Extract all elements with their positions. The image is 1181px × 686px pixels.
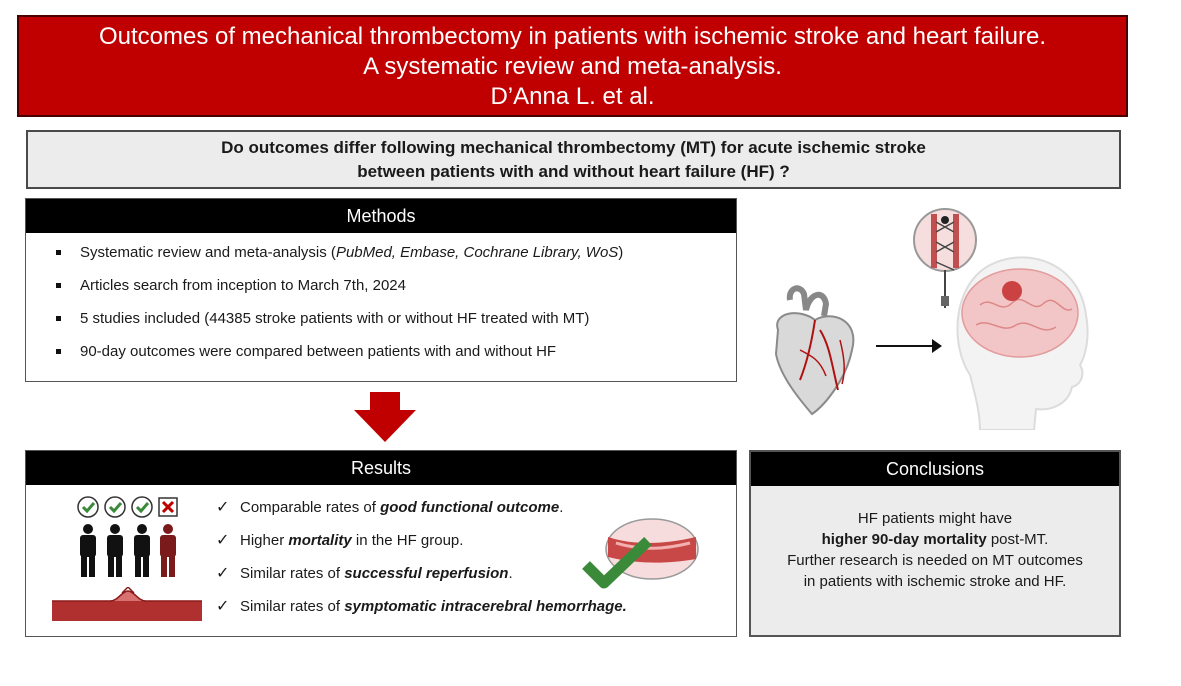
thrombectomy-stent-icon [913,208,977,308]
methods-list: Systematic review and meta-analysis (Pub… [26,233,736,360]
question-line-2: between patients with and without heart … [357,162,790,181]
methods-item: 5 studies included (44385 stroke patient… [56,311,736,327]
methods-item: 90-day outcomes were compared between pa… [56,344,736,360]
vessel-plaque-icon [52,587,202,621]
research-question: Do outcomes differ following mechanical … [26,130,1121,189]
poster-title-banner: Outcomes of mechanical thrombectomy in p… [17,15,1128,117]
methods-item: Systematic review and meta-analysis (Pub… [56,245,736,261]
conclusions-heading: Conclusions [751,452,1119,486]
conclusions-panel: Conclusions HF patients might have highe… [749,450,1121,637]
down-arrow-icon [354,392,416,442]
result-item: ✓Higher mortality in the HF group. [216,532,464,549]
right-arrow-icon [876,339,942,353]
result-item: ✓Similar rates of successful reperfusion… [216,565,513,582]
title-line-2: A systematic review and meta-analysis. [363,53,782,80]
result-item: ✓Comparable rates of good functional out… [216,499,564,516]
question-line-1: Do outcomes differ following mechanical … [221,138,926,157]
heart-illustration [774,285,855,416]
methods-heading: Methods [26,199,736,233]
green-check-icon [582,518,699,589]
title-line-1: Outcomes of mechanical thrombectomy in p… [98,23,1047,50]
results-list: ✓Comparable rates of good functional out… [216,499,627,631]
patient-group-icon [77,496,178,577]
results-heading: Results [26,451,736,485]
title-authors: D’Anna L. et al. [490,83,655,110]
methods-item: Articles search from inception to March … [56,278,736,294]
conclusions-text: HF patients might have higher 90-day mor… [787,510,1083,590]
results-panel: Results ✓Comparable rates of good functi… [25,450,737,637]
methods-panel: Methods Systematic review and meta-analy… [25,198,737,382]
result-item: ✓Similar rates of symptomatic intracereb… [216,598,627,615]
brain-head-illustration [956,256,1089,430]
